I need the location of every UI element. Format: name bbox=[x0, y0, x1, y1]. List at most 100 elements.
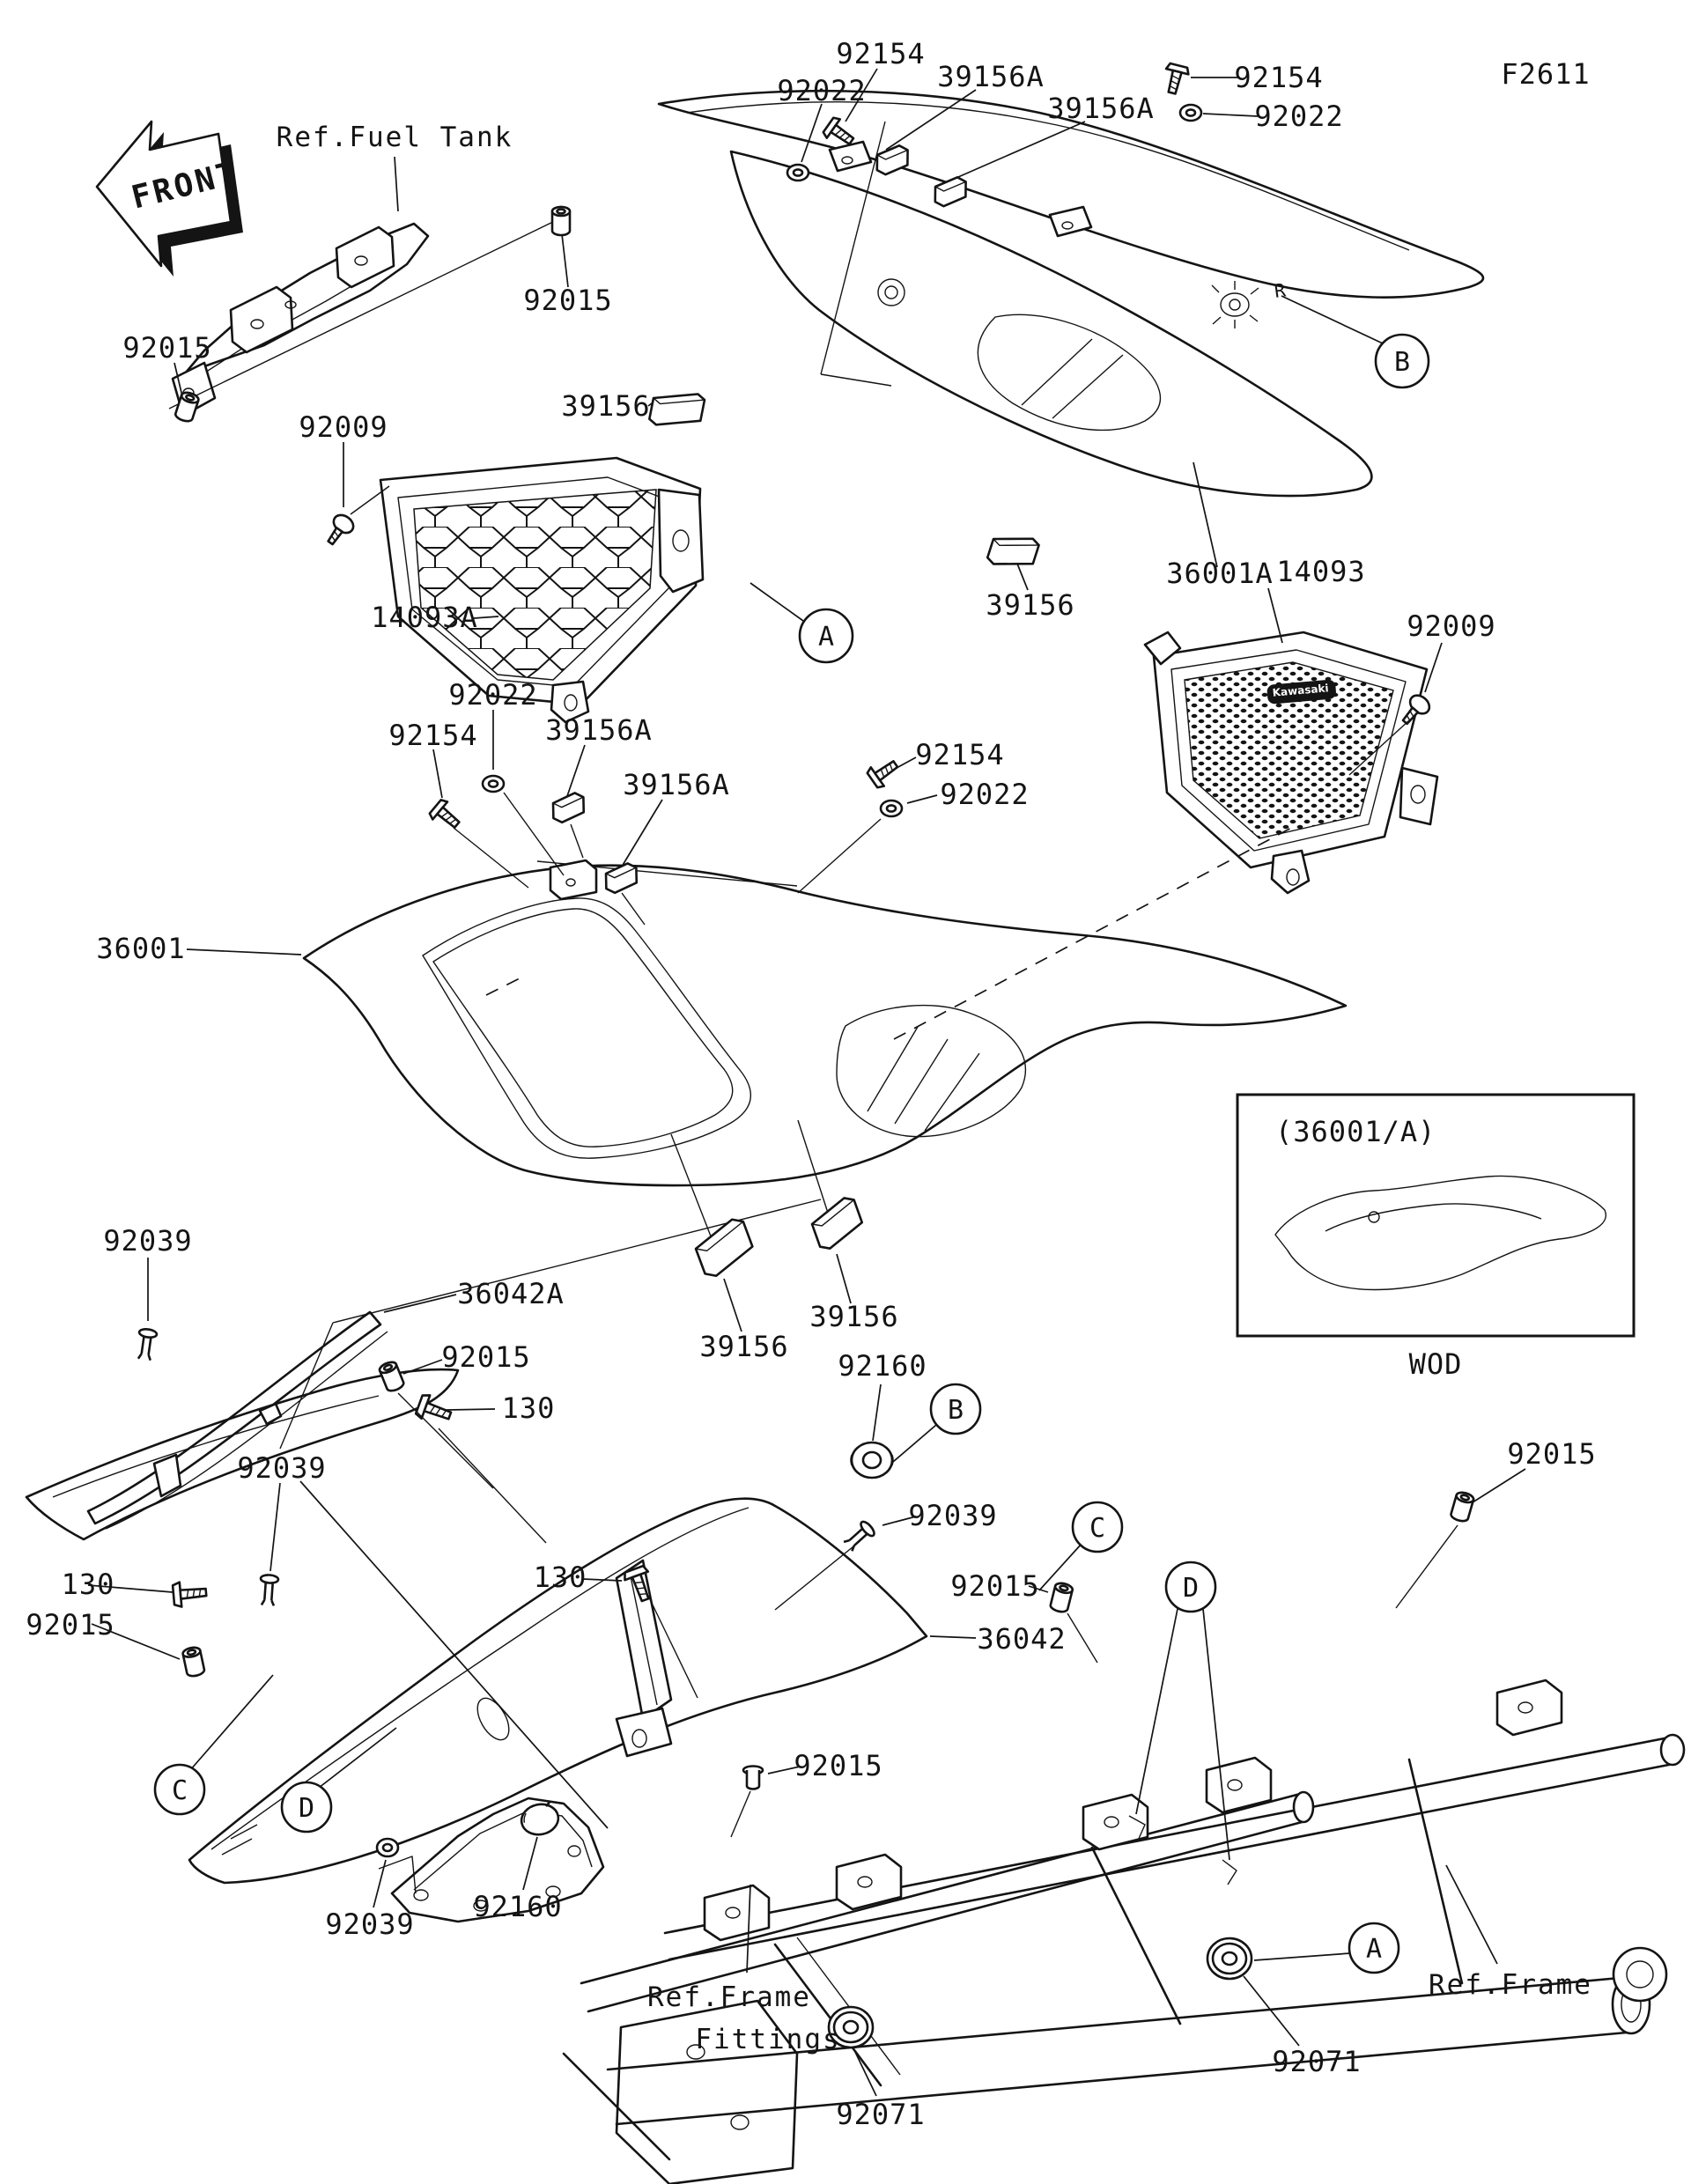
pad-icon bbox=[875, 144, 909, 176]
inset-watermark: WOD bbox=[1409, 1347, 1463, 1381]
bolt-icon bbox=[822, 116, 855, 145]
collar-icon bbox=[181, 1646, 206, 1678]
part-label: 39156 bbox=[809, 1300, 898, 1333]
washer-icon bbox=[879, 799, 904, 818]
callout-letter: B bbox=[948, 1395, 964, 1426]
callout-circle-b2: B bbox=[929, 1383, 982, 1435]
pad-plate-icon bbox=[986, 537, 1040, 565]
callout-letter: A bbox=[1366, 1934, 1382, 1965]
pad-plate-icon bbox=[648, 393, 706, 426]
pad-plate-icon bbox=[694, 1218, 754, 1278]
part-label: 39156A bbox=[623, 768, 730, 801]
part-label: 92039 bbox=[103, 1224, 192, 1258]
pad-icon bbox=[551, 792, 586, 824]
part-label: 92015 bbox=[794, 1749, 882, 1782]
part-label: 92039 bbox=[325, 1907, 414, 1941]
callout-letter: D bbox=[299, 1793, 314, 1824]
part-label: 130 bbox=[62, 1568, 115, 1601]
part-label: 92009 bbox=[1407, 609, 1495, 643]
grommet-icon bbox=[850, 1441, 894, 1479]
part-label: 130 bbox=[502, 1391, 556, 1425]
front-arrow bbox=[95, 120, 233, 268]
grille-logo: Kawasaki bbox=[1272, 682, 1329, 699]
bolt-icon bbox=[428, 799, 461, 829]
part-label-ref-fuel-tank: Ref.Fuel Tank bbox=[277, 122, 513, 153]
left-grille-drawing bbox=[379, 456, 705, 724]
part-label-ref-frame-fittings-2: Fittings bbox=[695, 2024, 840, 2055]
starburst-fastener-icon bbox=[1211, 281, 1259, 328]
part-label: 92039 bbox=[908, 1499, 997, 1532]
part-label: 36042A bbox=[457, 1277, 565, 1310]
rivet-icon bbox=[137, 1328, 159, 1361]
part-label: 92154 bbox=[836, 37, 925, 70]
callout-letter: C bbox=[1089, 1513, 1105, 1544]
front-marker: FRONT bbox=[95, 120, 243, 277]
part-label: 36001A bbox=[1166, 557, 1274, 590]
part-label: 36042 bbox=[977, 1622, 1066, 1656]
part-label: 92071 bbox=[1272, 2045, 1361, 2078]
part-label: 39156 bbox=[986, 588, 1074, 622]
part-label-ref-frame-fittings: Ref.Frame bbox=[647, 1981, 811, 2013]
pad-plate-icon bbox=[810, 1197, 864, 1250]
bolt-icon bbox=[171, 1581, 208, 1608]
callout-labels: F2611 Ref.Fuel Tank 92154 92022 39156A 3… bbox=[26, 37, 1595, 2131]
grommet-icon bbox=[827, 2005, 875, 2049]
rivet-icon bbox=[259, 1574, 280, 1606]
grille-logo-plate bbox=[1266, 679, 1336, 705]
screw-icon bbox=[1401, 694, 1431, 726]
side-mark-r: R bbox=[1273, 279, 1287, 302]
part-label: 92015 bbox=[523, 284, 612, 317]
part-label: 92039 bbox=[237, 1451, 326, 1485]
callout-letter: B bbox=[1394, 347, 1410, 378]
washer-icon bbox=[375, 1837, 400, 1858]
inset-frame bbox=[1236, 1093, 1636, 1338]
hardware-icons bbox=[137, 62, 1475, 2049]
figure-code: F2611 bbox=[1501, 57, 1590, 91]
collar-icon bbox=[742, 1765, 764, 1790]
part-label: 39156A bbox=[1047, 92, 1155, 125]
part-label: 92022 bbox=[777, 74, 866, 107]
screw-icon bbox=[327, 513, 355, 546]
part-label: 92015 bbox=[441, 1340, 530, 1374]
part-label: 92015 bbox=[950, 1569, 1039, 1603]
part-label: 92015 bbox=[122, 331, 211, 365]
bolt-icon bbox=[624, 1564, 650, 1603]
rear-frame-drawing bbox=[562, 1679, 1686, 2184]
right-grille-drawing: Kawasaki bbox=[1143, 631, 1439, 895]
part-label: 92009 bbox=[299, 410, 388, 444]
callout-letter: D bbox=[1183, 1573, 1199, 1604]
part-label: 92071 bbox=[836, 2098, 925, 2131]
washer-icon bbox=[481, 774, 506, 793]
part-label: 39156 bbox=[699, 1330, 788, 1363]
callout-letter: A bbox=[818, 622, 834, 653]
part-label: 14093A bbox=[371, 601, 478, 634]
callout-circle-c2: C bbox=[153, 1763, 206, 1816]
collar-icon bbox=[1049, 1582, 1074, 1613]
bolt-icon bbox=[414, 1394, 453, 1420]
part-label: 92022 bbox=[448, 678, 537, 712]
part-label: 92154 bbox=[388, 719, 477, 752]
upper-cover-assembly-drawing: R bbox=[657, 89, 1485, 498]
callout-circle-a: A bbox=[798, 608, 854, 664]
seat-cowl-left-drawing bbox=[25, 1368, 460, 1541]
part-label: 92154 bbox=[915, 738, 1004, 771]
callout-circle-d: D bbox=[1164, 1561, 1217, 1613]
part-label: 39156A bbox=[937, 60, 1045, 93]
callout-circle-b: B bbox=[1374, 333, 1430, 389]
grommet-icon bbox=[1206, 1937, 1253, 1981]
plug-icon bbox=[520, 1800, 560, 1836]
bolt-icon bbox=[1164, 62, 1190, 95]
collar-icon bbox=[550, 205, 572, 237]
part-label: 39156A bbox=[545, 713, 653, 747]
collar-icon bbox=[378, 1361, 405, 1392]
rivet-icon bbox=[843, 1520, 875, 1552]
callout-circle-c: C bbox=[1071, 1501, 1124, 1553]
washer-icon bbox=[1178, 103, 1203, 122]
part-label: 92015 bbox=[26, 1608, 114, 1642]
bolt-icon bbox=[866, 760, 899, 789]
callout-circle-d2: D bbox=[280, 1781, 333, 1834]
collar-icon bbox=[174, 391, 200, 423]
part-label: 92022 bbox=[1254, 100, 1343, 133]
